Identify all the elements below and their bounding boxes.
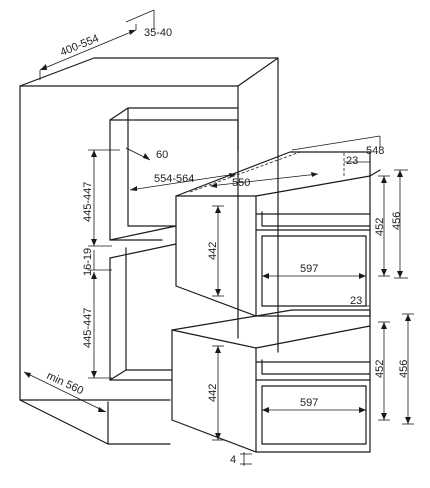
- label-upper-total-height: 456: [391, 212, 403, 230]
- label-oven-depth-top: 548: [366, 145, 384, 157]
- label-lower-body-height: 442: [207, 384, 219, 402]
- label-upper-width: 597: [300, 263, 318, 275]
- label-lower-front-height: 452: [374, 360, 386, 378]
- label-separator: 16-19: [82, 248, 94, 276]
- label-upper-body-height: 442: [207, 242, 219, 260]
- label-lower-front-overhang: 23: [350, 295, 362, 307]
- label-lower-width: 597: [300, 397, 318, 409]
- label-lower-total-height: 456: [398, 360, 410, 378]
- label-upper-front-overhang: 23: [346, 155, 358, 167]
- dimension-lines: [23, 9, 414, 466]
- label-niche-width: 400-554: [59, 33, 101, 59]
- label-niche-depth: 554-564: [154, 173, 194, 185]
- label-top-gap: 35-40: [144, 27, 172, 39]
- lower-oven: [171, 309, 371, 453]
- cabinet-unit: [19, 57, 279, 445]
- label-oven-inner-depth: 550: [232, 177, 250, 189]
- label-bottom-gap: 4: [230, 454, 236, 466]
- label-inset-60: 60: [156, 149, 168, 161]
- label-base-width: min 560: [45, 370, 86, 397]
- label-lower-opening-height: 445-447: [82, 308, 94, 348]
- dimension-labels: 400-554 35-40 445-447 16-19 445-447 min …: [45, 27, 410, 466]
- arrowheads: [24, 30, 411, 440]
- label-upper-front-height: 452: [374, 218, 386, 236]
- label-upper-opening-height: 445-447: [82, 182, 94, 222]
